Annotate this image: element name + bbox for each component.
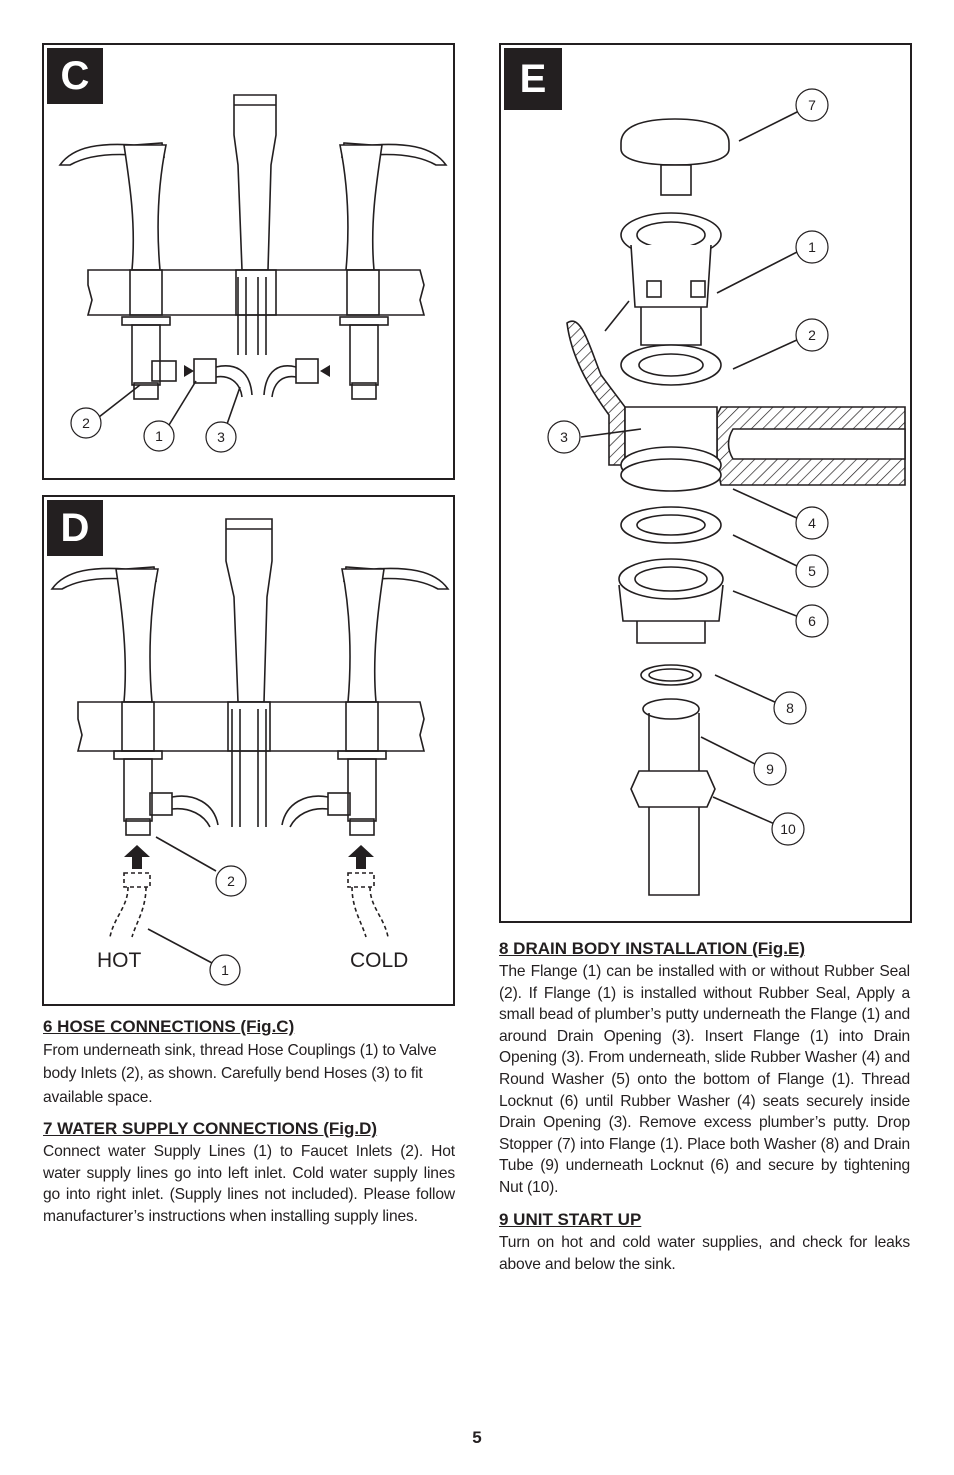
sink-deck	[76, 701, 426, 752]
figure-e-drawing: 7 1 2 3 4 5 6 8 9 10	[547, 88, 906, 896]
callout-c-1: 1	[155, 428, 163, 444]
callout-c-3: 3	[217, 429, 225, 445]
section-6-line: From underneath sink, thread Hose Coupli…	[43, 1042, 437, 1059]
section-7-heading: 7 WATER SUPPLY CONNECTIONS (Fig.D)	[43, 1119, 378, 1138]
section-9-heading: 9 UNIT START UP	[499, 1210, 642, 1229]
callout-e-6: 6	[808, 613, 816, 629]
figure-d-letter: D	[47, 500, 103, 556]
sink-deck	[86, 269, 426, 316]
section-6-line: body Inlets (2), as shown. Carefully ben…	[43, 1065, 423, 1082]
figure-c-drawing: 2 1 3	[58, 94, 448, 453]
callout-e-2: 2	[808, 327, 816, 343]
section-8-heading: 8 DRAIN BODY INSTALLATION (Fig.E)	[499, 939, 805, 958]
hot-label: HOT	[97, 949, 142, 972]
callout-e-10: 10	[780, 821, 796, 837]
figure-e: E	[499, 43, 912, 923]
spout	[233, 94, 277, 271]
callout-d-1: 1	[221, 962, 229, 978]
section-8-body: The Flange (1) can be installed with or …	[499, 963, 910, 1196]
callout-e-1: 1	[808, 239, 816, 255]
spout	[225, 518, 273, 703]
section-7-body: Connect water Supply Lines (1) to Faucet…	[43, 1143, 455, 1225]
cold-arrow	[348, 845, 374, 869]
callout-e-3: 3	[560, 429, 568, 445]
callout-e-7: 7	[808, 97, 816, 113]
callout-e-9: 9	[766, 761, 774, 777]
cold-label: COLD	[350, 949, 409, 972]
page-number: 5	[472, 1428, 482, 1447]
section-6-heading: 6 HOSE CONNECTIONS (Fig.C)	[43, 1017, 295, 1036]
figure-d: D	[42, 495, 455, 1006]
figure-e-letter: E	[504, 48, 562, 110]
figure-d-drawing: 2 1	[50, 518, 450, 986]
figure-c-letter: C	[47, 48, 103, 104]
figure-c: C	[42, 43, 455, 480]
section-9-body: Turn on hot and cold water supplies, and…	[499, 1234, 910, 1273]
callout-e-5: 5	[808, 563, 816, 579]
section-6-line: available space.	[43, 1089, 153, 1106]
stopper	[620, 118, 730, 166]
callout-e-8: 8	[786, 700, 794, 716]
callout-c-2: 2	[82, 415, 90, 431]
callout-e-4: 4	[808, 515, 816, 531]
sink-bowl	[566, 320, 626, 466]
hot-arrow	[124, 845, 150, 869]
callout-d-2: 2	[227, 873, 235, 889]
